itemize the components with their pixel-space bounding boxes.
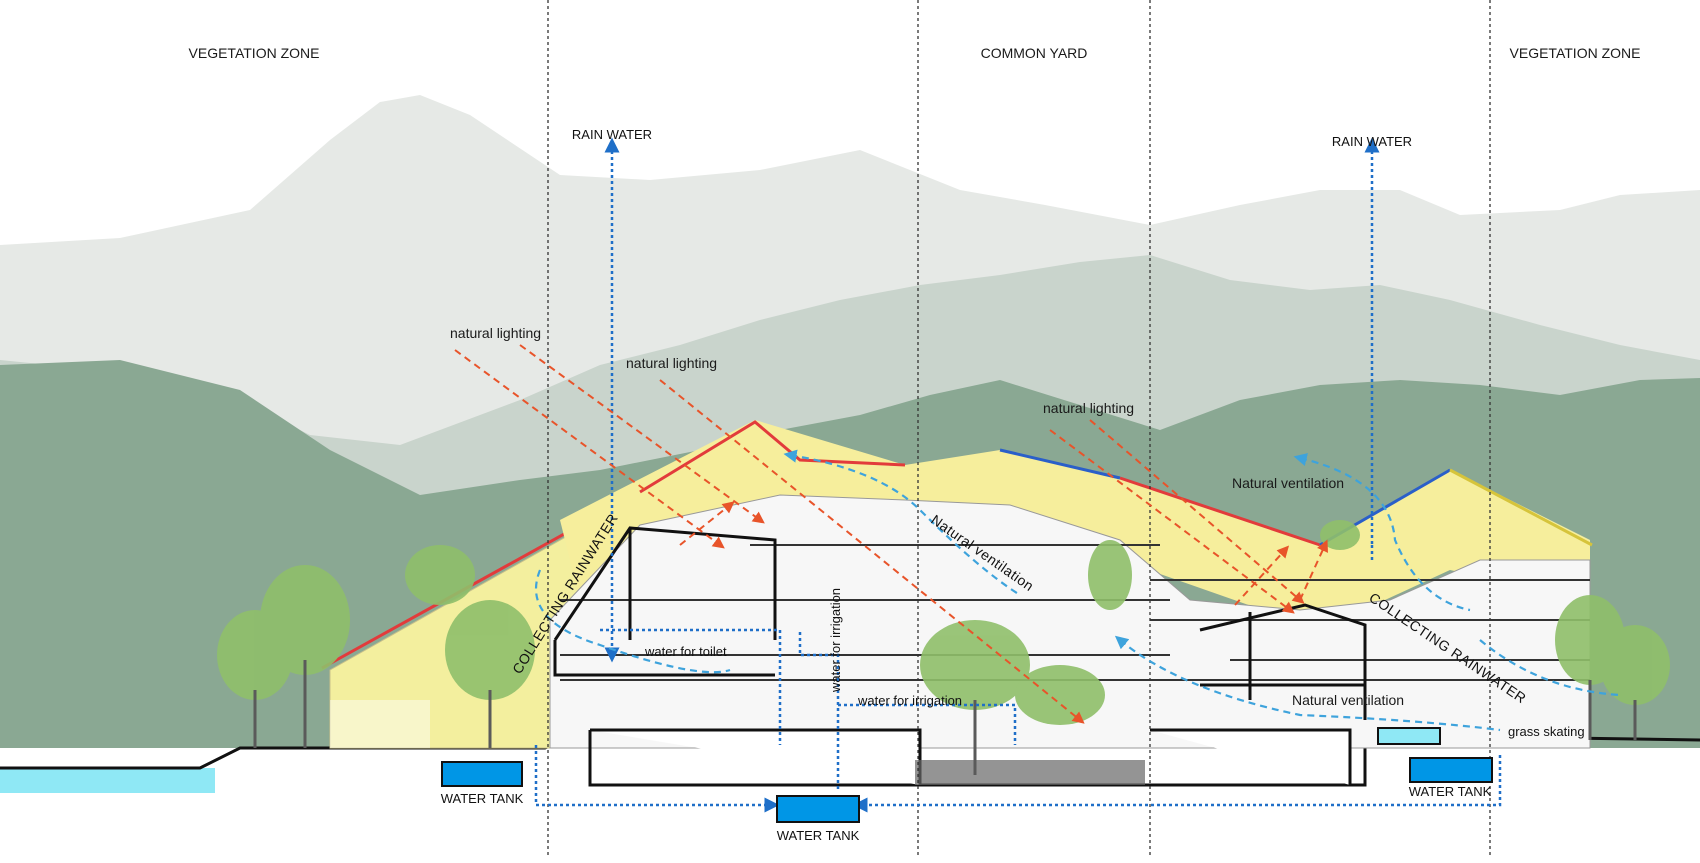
rain-water-label-left: RAIN WATER xyxy=(572,127,652,142)
main-roof-red xyxy=(639,420,906,494)
zone-label-middle: COMMON YARD xyxy=(981,45,1088,61)
tank-center-label: WATER TANK xyxy=(777,828,860,843)
water-for-irrigation-horizontal-label: water for irrigation xyxy=(857,693,962,708)
lighting-label-3: natural lighting xyxy=(1043,400,1134,416)
tank-right-label: WATER TANK xyxy=(1409,784,1492,799)
tank-left xyxy=(441,761,523,787)
floor-slabs xyxy=(560,544,1590,681)
water-for-toilet-label: water for toilet xyxy=(644,644,727,659)
lighting-label-2: natural lighting xyxy=(626,355,717,371)
tank-center xyxy=(776,795,860,823)
main-roof-yellow-edge xyxy=(1449,468,1593,547)
water-for-irrigation-vertical-label: water for irrigation xyxy=(828,588,843,693)
stream xyxy=(0,768,215,793)
cut-section-left xyxy=(553,526,777,677)
main-roof-red-2 xyxy=(1119,476,1321,547)
tank-left-label: WATER TANK xyxy=(441,791,524,806)
courtyard-planter xyxy=(915,760,1145,785)
tank-right xyxy=(1409,757,1493,783)
trees xyxy=(217,520,1670,725)
main-yellow-roof xyxy=(560,420,1590,630)
ventilation-label-lower: Natural ventilation xyxy=(1292,692,1404,708)
rain-water-label-right: RAIN WATER xyxy=(1332,134,1412,149)
lighting-label-1: natural lighting xyxy=(450,325,541,341)
basement xyxy=(588,728,1352,785)
tree-trunks xyxy=(253,660,1637,775)
zone-label-right: VEGETATION ZONE xyxy=(1510,45,1641,61)
grass-skating-label: grass skating xyxy=(1508,724,1585,739)
cut-section-right xyxy=(1199,603,1367,720)
rain-water-arrows xyxy=(534,137,1502,813)
left-wedge-glazing xyxy=(330,700,430,748)
zone-label-left: VEGETATION ZONE xyxy=(189,45,320,61)
pool xyxy=(1377,727,1441,745)
ventilation-label-upper: Natural ventilation xyxy=(1232,475,1344,491)
natural-lighting-arrows xyxy=(454,344,1328,724)
zone-divider-lines xyxy=(547,0,1491,858)
natural-ventilation-arrows xyxy=(535,449,1621,732)
